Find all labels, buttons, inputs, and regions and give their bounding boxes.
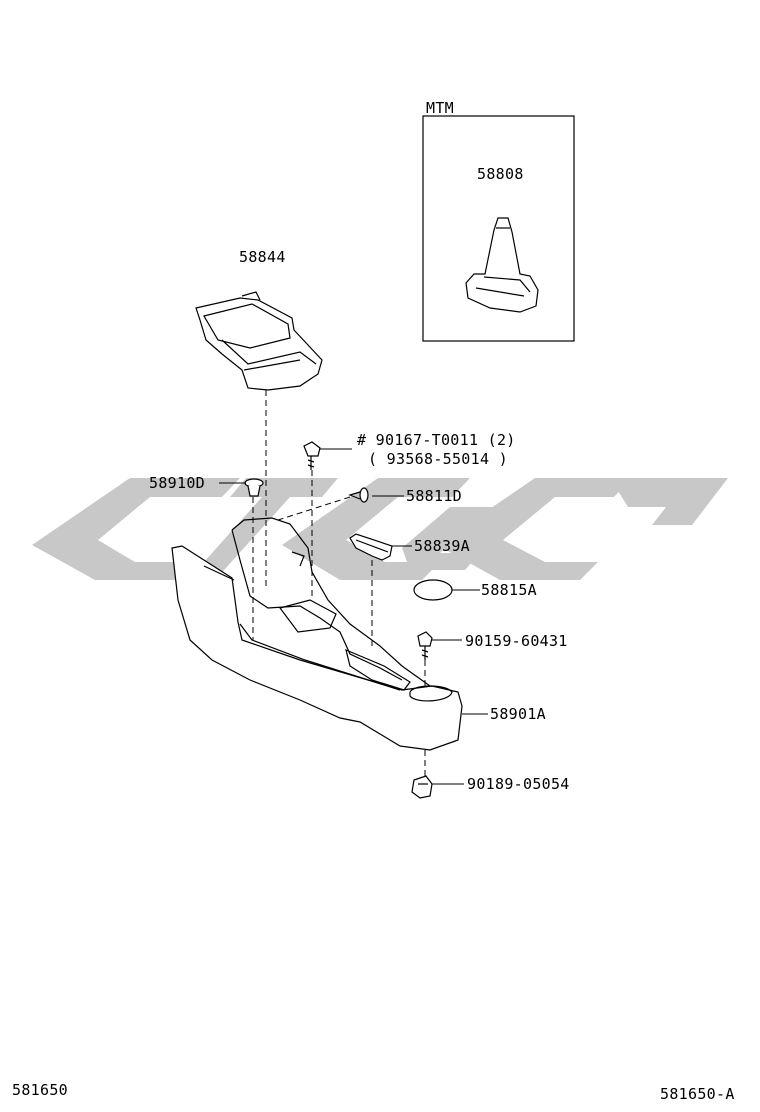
part-label-90189: 90189-05054 <box>467 775 570 793</box>
part-label-58839A: 58839A <box>414 537 470 555</box>
inset-title: MTM <box>426 99 454 117</box>
screw-90159 <box>417 631 433 660</box>
screw-90167 <box>303 441 321 470</box>
label-leaders <box>219 448 488 785</box>
cover-58815A <box>413 579 453 601</box>
part-label-90159: 90159-60431 <box>465 632 568 650</box>
part-label-93568: ( 93568-55014 ) <box>368 450 508 468</box>
shift-boot-58808 <box>465 217 539 313</box>
watermark-logo <box>32 478 728 580</box>
footer-right-code: 581650-A <box>660 1085 735 1103</box>
part-label-58808: 58808 <box>477 165 524 183</box>
fastener-58811D <box>348 487 369 503</box>
part-label-58811D: 58811D <box>406 487 462 505</box>
part-label-58910D: 58910D <box>149 474 205 492</box>
nut-90189 <box>411 775 433 799</box>
part-label-58901A: 58901A <box>490 705 546 723</box>
part-label-90167: # 90167-T0011 (2) <box>357 431 516 449</box>
mtm-inset-frame <box>422 115 575 342</box>
part-label-58815A: 58815A <box>481 581 537 599</box>
bracket-58839A <box>349 533 393 561</box>
part-label-58844: 58844 <box>239 248 286 266</box>
footer-left-code: 581650 <box>12 1081 68 1099</box>
assembly-leader-lines <box>252 390 426 780</box>
console-box-58901A <box>171 517 463 751</box>
tray-58844 <box>195 291 323 391</box>
